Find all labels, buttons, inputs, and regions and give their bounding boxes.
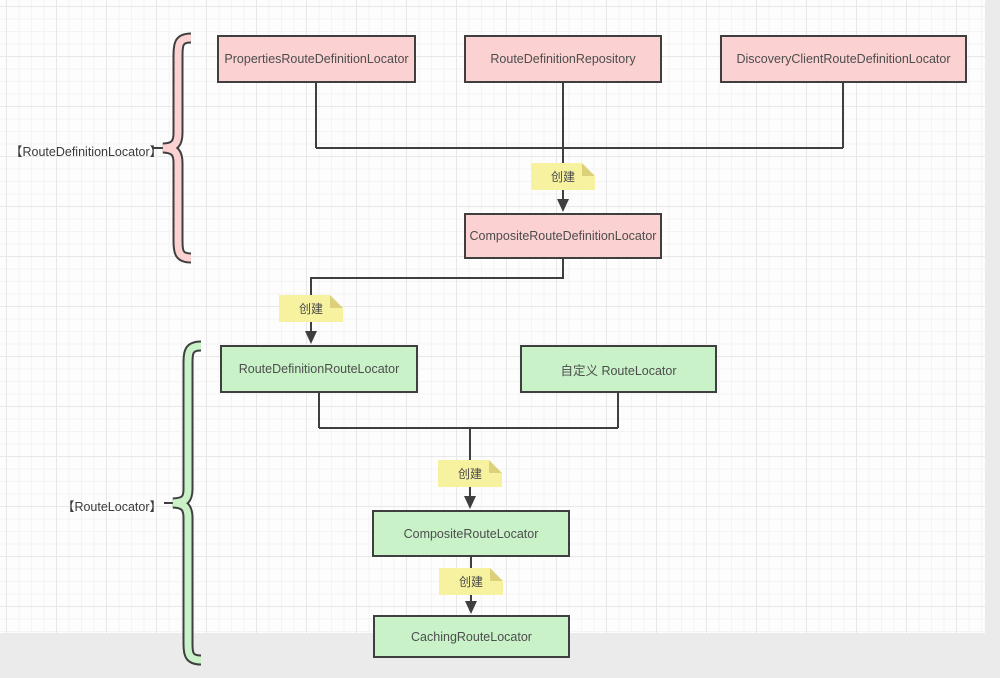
arrowhead-to-composite-route-locator <box>464 496 476 509</box>
node-composite-route-locator: CompositeRouteLocator <box>372 510 570 557</box>
note-label: 创建 <box>457 467 482 481</box>
note-create-2: 创建 <box>279 295 343 322</box>
node-properties-route-definition-locator: PropertiesRouteDefinitionLocator <box>217 35 416 83</box>
note-label: 创建 <box>458 575 483 589</box>
note-create-4: 创建 <box>439 568 503 595</box>
grid-canvas <box>0 0 985 633</box>
node-caching-route-locator: CachingRouteLocator <box>373 615 570 658</box>
note-label: 创建 <box>298 302 323 316</box>
group-label-route-locator: 【RouteLocator】 <box>61 500 162 514</box>
note-create-3: 创建 <box>438 460 502 487</box>
node-label: DiscoveryClientRouteDefinitionLocator <box>736 52 951 66</box>
node-label: 自定义 RouteLocator <box>560 363 677 378</box>
node-label: CachingRouteLocator <box>411 629 532 644</box>
node-label: CompositeRouteDefinitionLocator <box>469 229 657 243</box>
arrowhead-to-caching-route-locator <box>465 601 477 614</box>
note-create-1: 创建 <box>531 163 595 190</box>
node-route-definition-repository: RouteDefinitionRepository <box>464 35 662 83</box>
node-label: RouteDefinitionRepository <box>490 52 636 66</box>
route-definition-locator-brace <box>162 32 192 264</box>
group-label-route-definition-locator: 【RouteDefinitionLocator】 <box>10 145 163 159</box>
arrowhead-to-route-definition-route-locator <box>305 331 317 344</box>
edge-composite-to-route-definition-route-locator <box>310 259 564 332</box>
edge-top-fanin <box>315 83 844 200</box>
note-label: 创建 <box>550 170 575 184</box>
node-composite-route-definition-locator: CompositeRouteDefinitionLocator <box>464 213 662 259</box>
arrowhead-to-composite-route-definition-locator <box>557 199 569 212</box>
node-custom-route-locator: 自定义 RouteLocator <box>520 345 717 393</box>
node-route-definition-route-locator: RouteDefinitionRouteLocator <box>220 345 418 393</box>
node-label: RouteDefinitionRouteLocator <box>238 362 400 376</box>
node-label: PropertiesRouteDefinitionLocator <box>224 52 409 66</box>
node-label: CompositeRouteLocator <box>403 526 539 541</box>
node-discovery-client-route-definition-locator: DiscoveryClientRouteDefinitionLocator <box>720 35 967 83</box>
route-locator-brace <box>172 340 202 666</box>
